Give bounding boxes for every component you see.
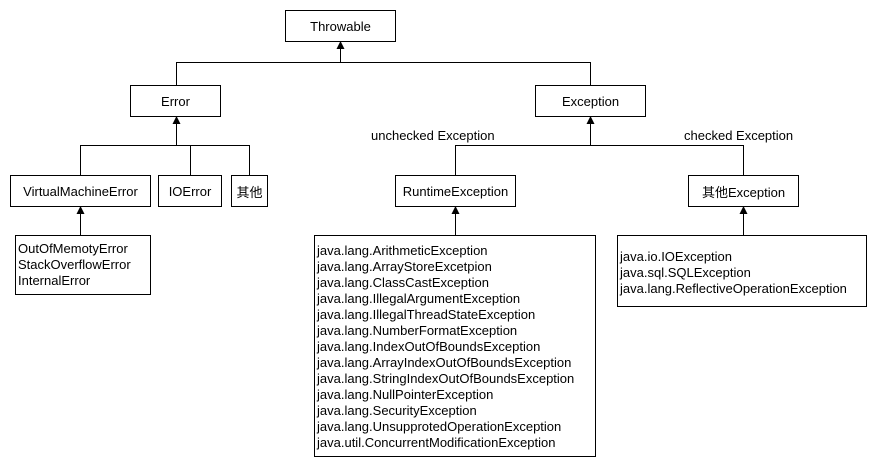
checked-exception-label: checked Exception [684,128,794,143]
io-error-node: IOError [158,175,222,207]
runtime-exception-children-list: java.lang.ArithmeticException java.lang.… [314,235,596,457]
checked-exception-children-list: java.io.IOException java.sql.SQLExceptio… [617,235,867,307]
list-item: InternalError [18,273,91,288]
list-item: java.sql.SQLException [620,265,751,280]
list-item: java.io.IOException [620,249,733,264]
connector-exception-children [455,145,744,175]
list-item: StackOverflowError [18,257,131,272]
list-item: java.lang.IndexOutOfBoundsException [317,339,541,354]
error-node: Error [130,85,221,117]
exception-node: Exception [535,85,646,117]
list-item: java.lang.NumberFormatException [317,323,518,338]
list-item: java.lang.SecurityException [317,403,477,418]
list-item: java.lang.ArrayStoreExcetpion [317,259,492,274]
unchecked-exception-label: unchecked Exception [371,128,495,143]
list-item: OutOfMemotyError [18,241,128,256]
list-item: java.lang.ReflectiveOperationException [620,281,847,296]
other-error-node: 其他 [231,175,268,207]
list-item: java.lang.ClassCastException [317,275,489,290]
list-item: java.lang.IllegalThreadStateException [317,307,536,322]
connector-throwable-children [176,62,591,85]
vm-error-children-list: OutOfMemotyError StackOverflowError Inte… [15,235,151,295]
virtual-machine-error-node: VirtualMachineError [10,175,151,207]
list-item: java.util.ConcurrentModificationExceptio… [317,435,556,450]
list-item: java.lang.UnsupprotedOperationException [317,419,562,434]
list-item: java.lang.StringIndexOutOfBoundsExceptio… [317,371,575,386]
connector-error-children [80,145,250,175]
throwable-node: Throwable [285,10,396,42]
other-exception-node: 其他Exception [688,175,799,207]
list-item: java.lang.ArrayIndexOutOfBoundsException [317,355,572,370]
list-item: java.lang.NullPointerException [317,387,494,402]
list-item: java.lang.IllegalArgumentException [317,291,521,306]
list-item: java.lang.ArithmeticException [317,243,488,258]
runtime-exception-node: RuntimeException [395,175,516,207]
